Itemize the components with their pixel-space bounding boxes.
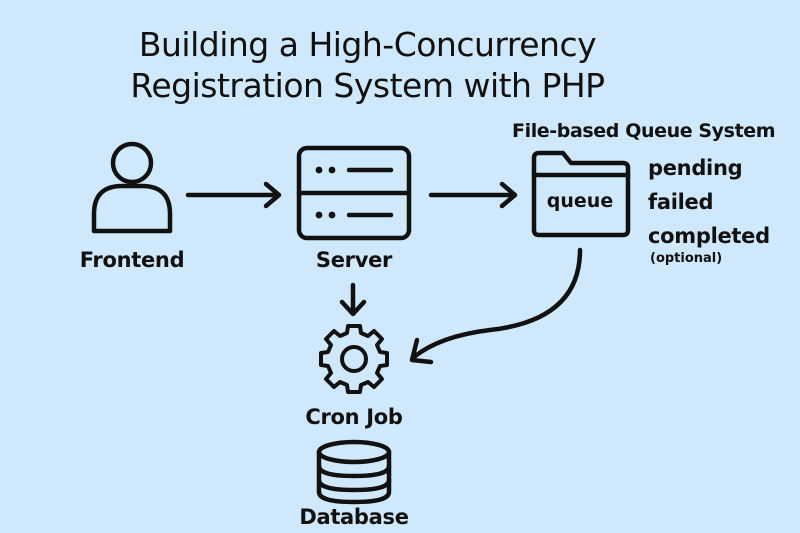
- title-line-2: Registration System with PHP: [130, 66, 605, 105]
- title-line-1: Building a High-Concurrency: [138, 25, 597, 64]
- status-failed: failed: [648, 190, 714, 214]
- status-pending: pending: [648, 156, 743, 180]
- arrow-queue-to-cron: [409, 247, 583, 365]
- status-completed: completed: [648, 224, 770, 248]
- folder-icon: [531, 150, 631, 238]
- arrow-frontend-to-server: [185, 181, 282, 209]
- server-leds: [315, 166, 336, 219]
- database-label: Database: [299, 505, 409, 529]
- arrow-server-to-queue: [428, 181, 518, 209]
- gear-icon: [319, 324, 389, 394]
- database-icon: [316, 439, 392, 505]
- server-label: Server: [315, 248, 393, 272]
- frontend-label: Frontend: [79, 248, 185, 272]
- server-icon: [296, 145, 412, 241]
- diagram-title: Building a High-Concurrency Registration…: [0, 24, 735, 106]
- queue-folder-label: queue: [546, 190, 614, 212]
- arrow-server-to-cron: [339, 282, 367, 317]
- user-icon: [91, 141, 173, 234]
- status-optional-note: (optional): [650, 251, 723, 266]
- queue-system-heading: File-based Queue System: [512, 120, 776, 142]
- cron-job-label: Cron Job: [305, 405, 403, 429]
